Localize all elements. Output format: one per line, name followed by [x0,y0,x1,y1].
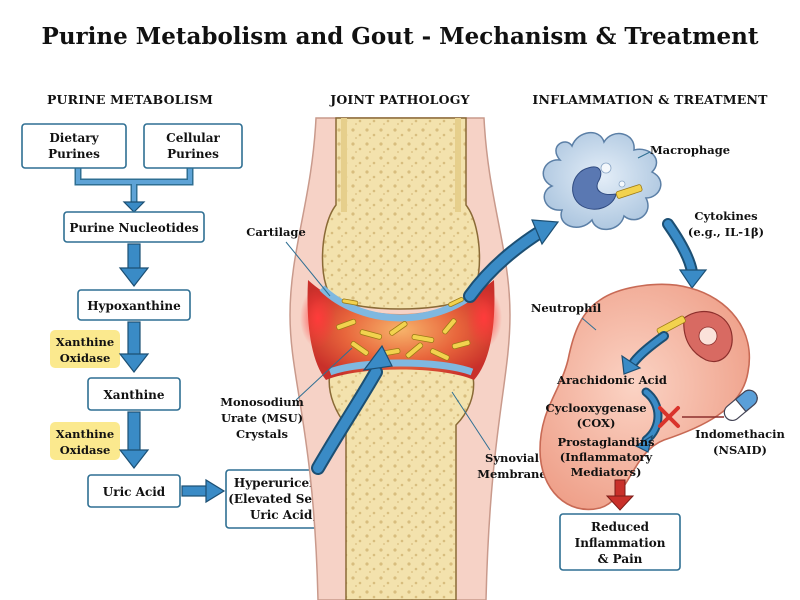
svg-text:Inflammation: Inflammation [575,536,666,550]
svg-text:Oxidase: Oxidase [60,443,111,457]
macrophage-cell [542,132,662,230]
svg-text:(e.g., IL-1β): (e.g., IL-1β) [688,225,764,239]
arrow-shaft-2 [127,321,141,357]
dietary-purines-box: Dietary Purines [21,123,127,169]
lower-bone [328,362,475,600]
label-macrophage: Macrophage [650,143,730,157]
xanthine-box: Xanthine [87,377,181,411]
arrow-shaft-3 [127,411,141,453]
svg-text:(Inflammatory: (Inflammatory [560,450,653,464]
arrow-to-neutrophil-head [678,269,708,290]
section-header-purine: PURINE METABOLISM [47,92,213,107]
label-prostaglandins: Prostaglandins (Inflammatory Mediators) [557,435,654,479]
arrow-to-outcome [605,495,635,511]
leader-cartilage [285,241,331,297]
msu-crystals [336,297,471,361]
xanthine-oxidase-label-2: Xanthine Oxidase [50,422,120,460]
cellular-purines-box: Cellular Purines [143,123,243,169]
label-indomethacin: Indomethacin (NSAID) [695,427,785,457]
svg-text:Synovial: Synovial [485,451,540,465]
lower-cartilage [328,359,474,376]
svg-text:Membrane: Membrane [477,467,546,481]
hypoxanthine-box: Hypoxanthine [77,289,191,321]
upper-cartilage [319,285,483,322]
svg-text:Purines: Purines [167,147,219,161]
phagocytosed-crystal [615,184,643,199]
arrow-to-arachidonic [621,354,642,375]
svg-text:Uric Acid): Uric Acid) [250,508,318,522]
svg-text:Hyperuricemia: Hyperuricemia [234,476,334,490]
label-synovial-membrane: Synovial Membrane [477,451,546,481]
svg-text:(COX): (COX) [577,416,616,430]
label-cytokines: Cytokines (e.g., IL-1β) [688,209,764,239]
arrow-to-joint-head [362,344,393,371]
svg-text:Purines: Purines [48,147,100,161]
label-msu-crystals: Monosodium Urate (MSU) Crystals [220,395,304,441]
arrow-shaft-4 [181,485,209,497]
svg-text:Cytokines: Cytokines [694,209,757,223]
svg-text:(NSAID): (NSAID) [713,443,767,457]
svg-text:Xanthine: Xanthine [56,335,114,349]
svg-text:Hypoxanthine: Hypoxanthine [87,299,181,313]
svg-text:Cellular: Cellular [166,131,220,145]
label-neutrophil: Neutrophil [531,301,602,315]
xanthine-oxidase-label-1: Xanthine Oxidase [50,330,120,368]
leader-neutrophil [581,317,597,331]
joint-illustration [289,117,511,600]
svg-text:Uric Acid: Uric Acid [103,485,166,499]
svg-text:Purine Nucleotides: Purine Nucleotides [69,221,198,235]
svg-text:Reduced: Reduced [591,520,650,534]
neutrophil-cell [539,283,751,511]
leader-synovial [451,391,491,451]
svg-text:Indomethacin: Indomethacin [695,427,785,441]
uric-acid-box: Uric Acid [87,474,181,508]
arrow-to-xanthine [118,353,150,373]
page-title: Purine Metabolism and Gout - Mechanism &… [42,23,759,50]
svg-text:Cyclooxygenase: Cyclooxygenase [545,401,646,415]
neutrophil-crystal [656,315,686,336]
arrow-to-uric-acid [118,449,150,469]
purine-nucleotides-box: Purine Nucleotides [63,211,205,243]
svg-text:Oxidase: Oxidase [60,351,111,365]
label-cox: Cyclooxygenase (COX) [545,401,646,430]
svg-text:& Pain: & Pain [598,552,643,566]
label-arachidonic-acid: Arachidonic Acid [556,373,667,387]
arrow-shaft-1 [127,243,141,271]
arrow-to-hypoxanthine [118,267,150,287]
svg-text:Dietary: Dietary [49,131,99,145]
outcome-box: Reduced Inflammation & Pain [559,513,681,571]
upper-bone [321,117,481,310]
svg-text:Urate (MSU): Urate (MSU) [221,411,303,425]
leader-msu [295,347,353,401]
svg-text:Mediators): Mediators) [571,465,642,479]
leader-macrophage [637,151,651,159]
label-cartilage: Cartilage [246,225,306,239]
arrow-shaft-red [614,479,626,499]
arrow-to-hyperuricemia [205,478,226,504]
section-header-joint: JOINT PATHOLOGY [329,92,470,107]
svg-text:Monosodium: Monosodium [220,395,304,409]
svg-text:Xanthine: Xanthine [56,427,114,441]
pill-icon [723,389,758,422]
svg-text:Prostaglandins: Prostaglandins [557,435,654,449]
arrow-to-macrophage-head [531,219,560,246]
arrow-to-nucleotides [122,201,146,213]
inhibition-x-icon [658,406,680,428]
svg-text:Xanthine: Xanthine [104,388,165,402]
svg-text:Crystals: Crystals [236,427,288,441]
section-header-inflammation: INFLAMMATION & TREATMENT [532,92,768,107]
